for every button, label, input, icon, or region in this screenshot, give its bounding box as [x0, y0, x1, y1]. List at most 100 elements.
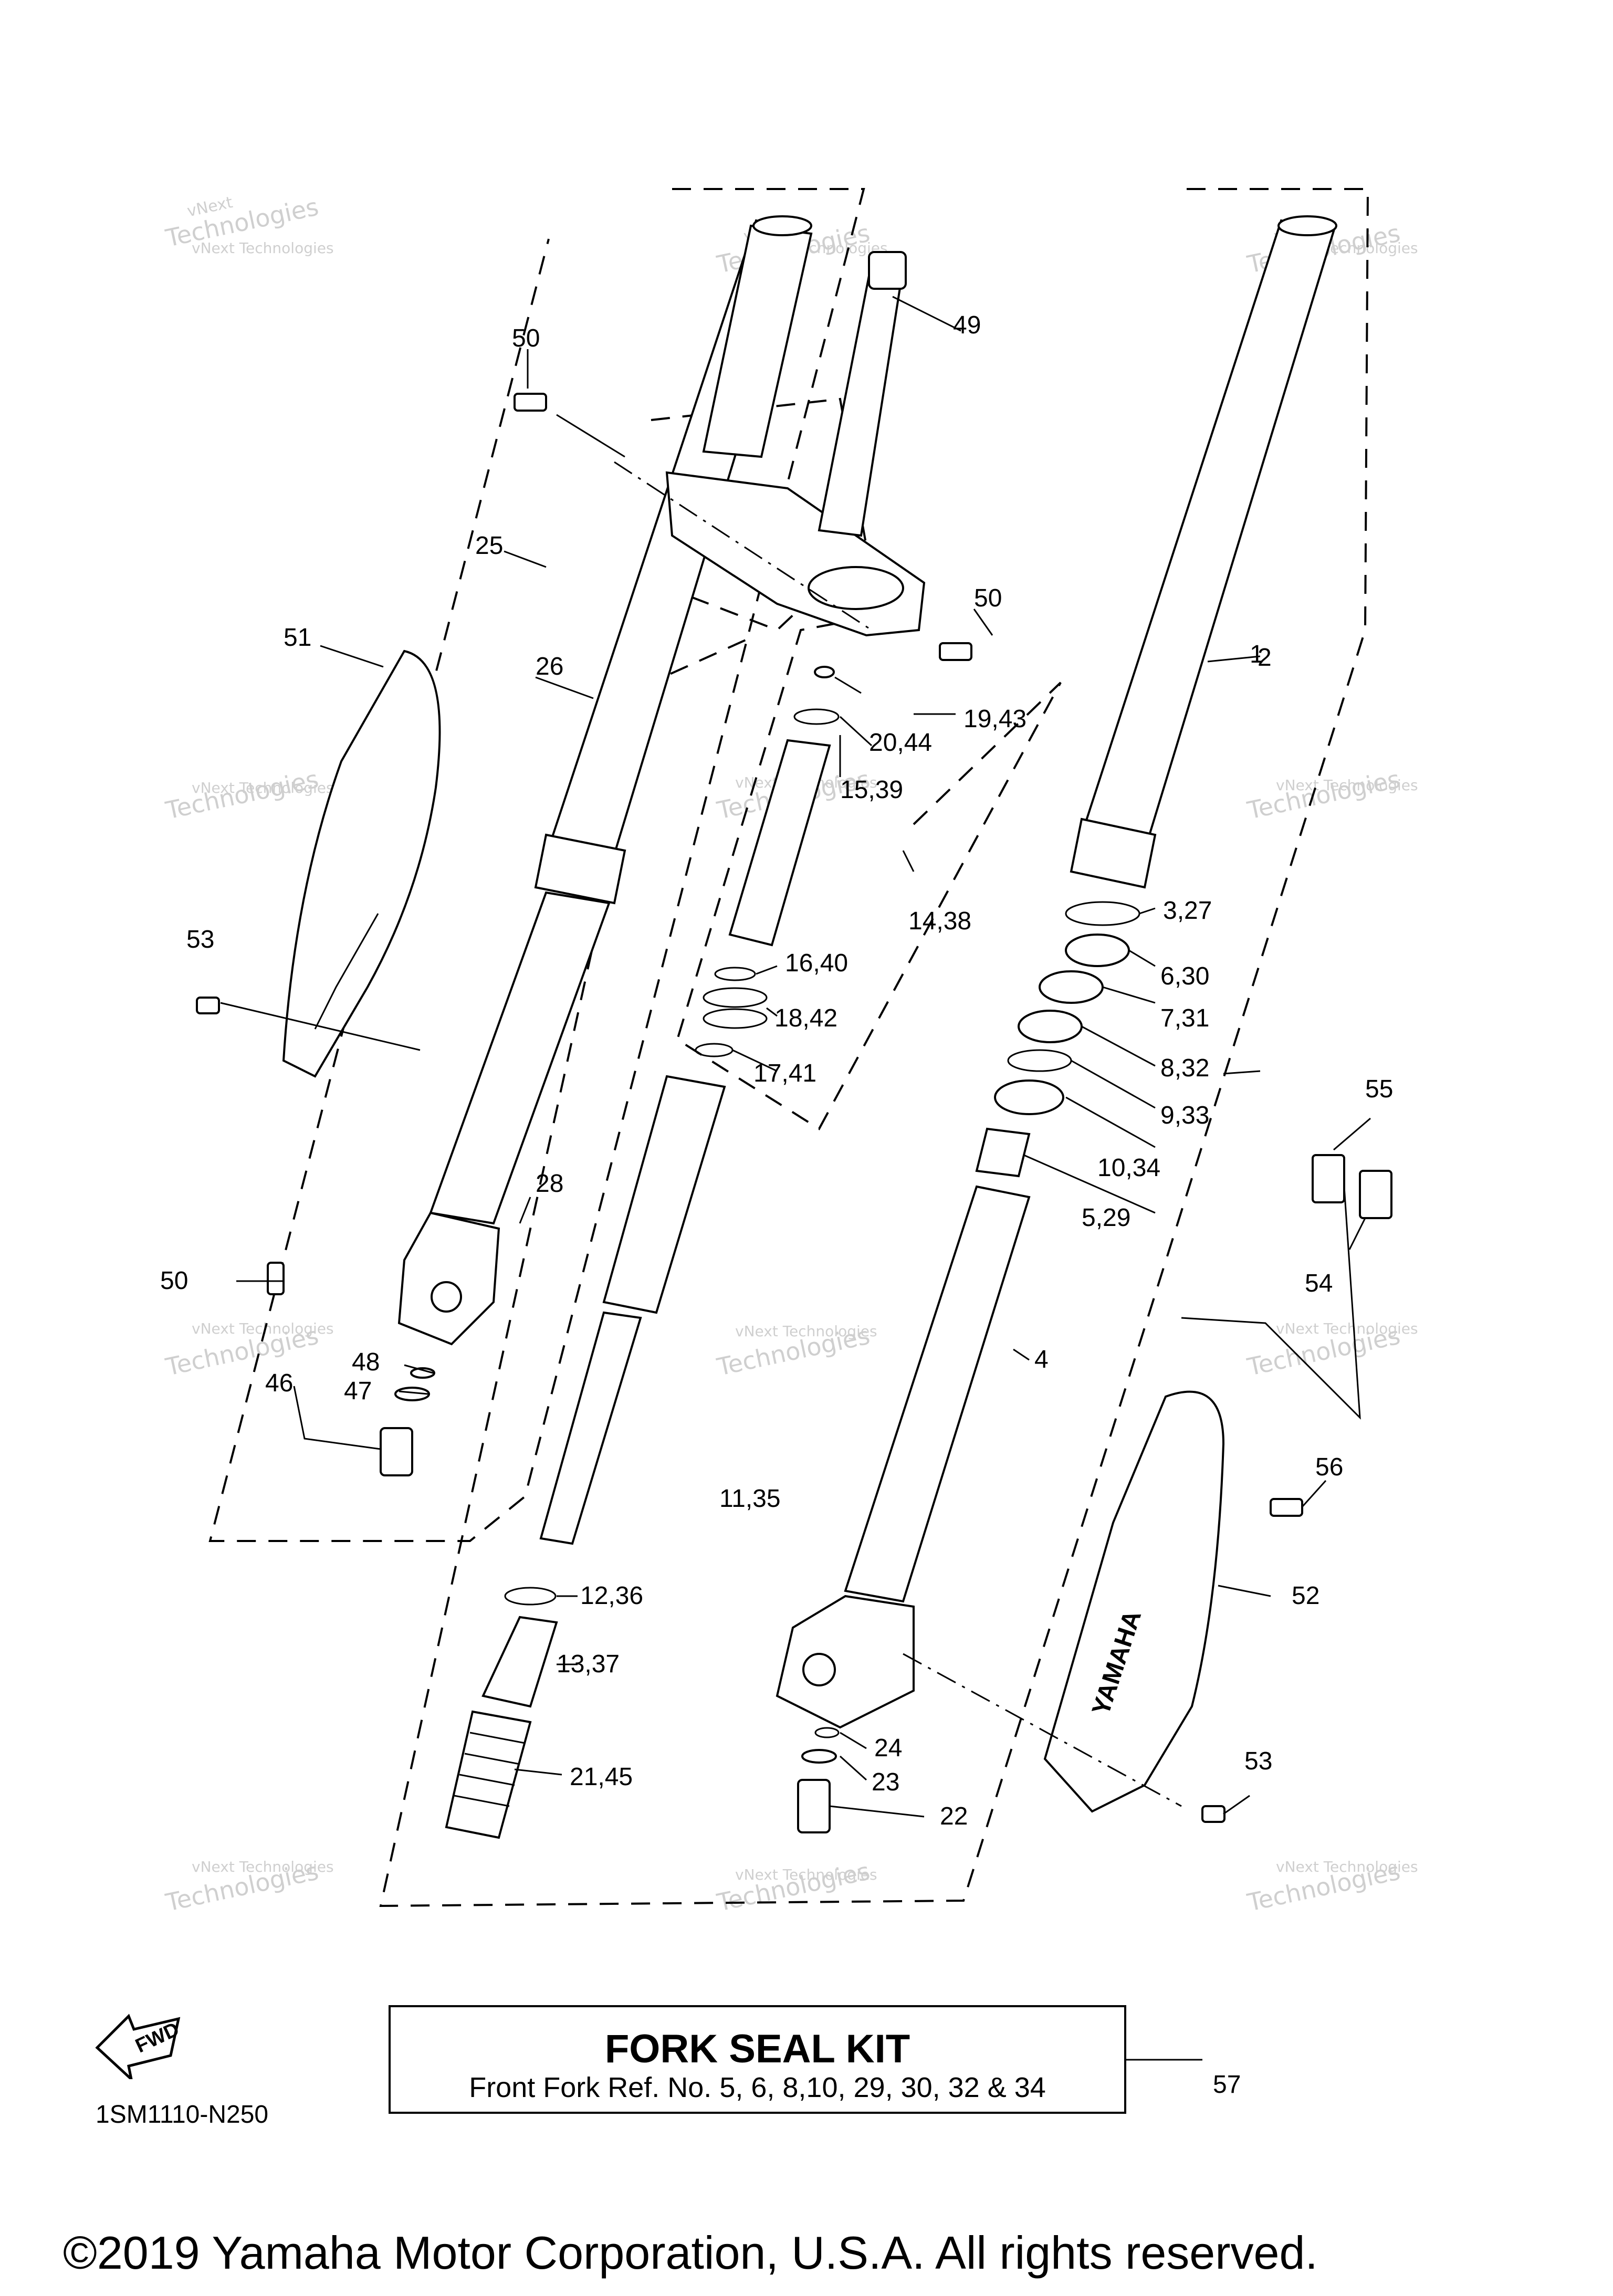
callout-50c: 50 — [160, 1267, 188, 1295]
callout-50b: 50 — [974, 584, 1002, 612]
oring-48 — [410, 1367, 435, 1379]
bushing-10 — [994, 1079, 1064, 1115]
right-inner-tube — [1080, 219, 1335, 852]
spring-seat-13 — [481, 1616, 558, 1708]
callout-54: 54 — [1305, 1270, 1333, 1297]
bracket-bore — [808, 566, 904, 610]
watermark-text: vNext Technologies — [1276, 1320, 1418, 1337]
callout-24: 24 — [874, 1734, 902, 1762]
steering-stem — [818, 261, 905, 537]
callout-5: 5,29 — [1082, 1204, 1130, 1232]
callout-20: 20,44 — [869, 729, 932, 757]
right-tube-top — [1277, 215, 1337, 236]
callout-53a: 53 — [186, 926, 214, 953]
washer-9 — [1007, 1049, 1072, 1072]
left-fork-guard — [282, 649, 441, 1078]
pinch-bolt — [514, 393, 547, 412]
left-tube-top — [752, 215, 812, 236]
guard-bolt-53b — [1201, 1805, 1226, 1823]
fwd-arrow-icon: FWD — [95, 2014, 183, 2079]
fork-spring — [445, 1710, 532, 1839]
left-axle-bracket — [397, 1211, 500, 1346]
callout-52: 52 — [1292, 1582, 1319, 1610]
callout-28: 28 — [536, 1170, 563, 1198]
oring-12 — [504, 1587, 557, 1606]
bolt-56 — [1270, 1498, 1303, 1517]
cap-bolt-20 — [814, 666, 835, 678]
fork-seal-kit-box: FORK SEAL KIT Front Fork Ref. No. 5, 6, … — [389, 2005, 1126, 2114]
callouts: 1 2 3,27 4 5,29 6,30 7,31 8,32 9,33 10,3… — [160, 311, 1393, 1830]
left-lower-slider — [429, 891, 611, 1225]
diagram-code: 1SM1110-N250 — [96, 2101, 269, 2129]
inner-cylinder — [602, 1075, 726, 1314]
watermark-text: vNext Technologies — [192, 779, 334, 796]
callout-47: 47 — [344, 1377, 372, 1405]
callout-19: 19,43 — [963, 705, 1027, 733]
spring-coils — [454, 1732, 526, 1807]
right-axle-bracket — [776, 1595, 915, 1729]
oring-24 — [814, 1727, 840, 1738]
left-axle-hole — [431, 1281, 462, 1313]
watermark-text: vNext Technologies — [192, 239, 334, 257]
cartridge-outline — [676, 608, 1062, 1130]
right-dust-ring — [1070, 817, 1157, 889]
callout-10: 10,34 — [1097, 1154, 1160, 1182]
oring-16 — [714, 967, 756, 981]
callout-15: 15,39 — [840, 776, 903, 804]
callout-18: 18,42 — [774, 1004, 837, 1032]
watermark-text: vNext Technologies — [735, 1323, 877, 1340]
dust-seal-6 — [1065, 934, 1130, 967]
callout-7: 7,31 — [1160, 1004, 1209, 1032]
clip-55 — [1312, 1154, 1345, 1203]
callout-17: 17,41 — [753, 1060, 816, 1087]
callout-49: 49 — [953, 311, 981, 339]
circlip-3 — [1065, 901, 1140, 926]
watermark-text: vNext Technologies — [1276, 1858, 1418, 1875]
seal-18b — [703, 1008, 768, 1029]
guard-bolt-53 — [196, 997, 220, 1014]
callout-22: 22 — [940, 1802, 968, 1830]
oring-17 — [695, 1043, 734, 1057]
callout-1: 1 — [1250, 641, 1264, 668]
callout-6: 6,30 — [1160, 962, 1209, 990]
watermark-text: Technologies — [1244, 765, 1402, 825]
drain-bolt — [380, 1427, 413, 1476]
callout-9: 9,33 — [1160, 1102, 1209, 1129]
callout-16: 16,40 — [785, 949, 848, 977]
triple-clamp — [514, 251, 972, 661]
right-fork-guard — [1043, 1390, 1225, 1813]
callout-50a: 50 — [512, 324, 540, 352]
watermark-text: vNext Technologies — [1276, 777, 1418, 794]
callout-14: 14,38 — [908, 907, 971, 935]
callout-26: 26 — [536, 653, 563, 680]
callout-11: 11,35 — [719, 1485, 781, 1513]
seal-18 — [703, 987, 768, 1008]
kit-description: Front Fork Ref. No. 5, 6, 8,10, 29, 30, … — [469, 2072, 1046, 2103]
callout-21: 21,45 — [570, 1763, 633, 1791]
guard-detail — [314, 913, 379, 1030]
damper-cap — [728, 739, 831, 947]
watermark-text: vNext Technologies — [735, 1866, 877, 1883]
left-fork-assembly — [380, 215, 813, 1476]
callout-46: 46 — [265, 1369, 293, 1397]
callout-4: 4 — [1034, 1346, 1049, 1374]
left-fork-outline — [208, 188, 865, 1542]
callout-13: 13,37 — [557, 1650, 620, 1678]
callout-53b: 53 — [1244, 1747, 1272, 1775]
oil-seal-8 — [1018, 1010, 1083, 1043]
leader-lines — [220, 296, 1371, 2061]
callout-3: 3,27 — [1163, 897, 1212, 925]
copyright-notice: ©2019 Yamaha Motor Corporation, U.S.A. A… — [63, 2227, 1318, 2279]
damper-parts — [445, 666, 840, 1839]
watermark-text: vNext Technologies — [192, 1858, 334, 1875]
damper-rod — [539, 1311, 642, 1545]
callout-12: 12,36 — [580, 1582, 643, 1610]
callout-55: 55 — [1365, 1075, 1393, 1103]
callout-8: 8,32 — [1160, 1054, 1209, 1082]
washer-23 — [801, 1749, 837, 1764]
callout-23: 23 — [872, 1768, 899, 1796]
kit-title: FORK SEAL KIT — [604, 2027, 910, 2071]
right-axle-hole — [802, 1653, 836, 1686]
callout-56: 56 — [1315, 1453, 1343, 1481]
